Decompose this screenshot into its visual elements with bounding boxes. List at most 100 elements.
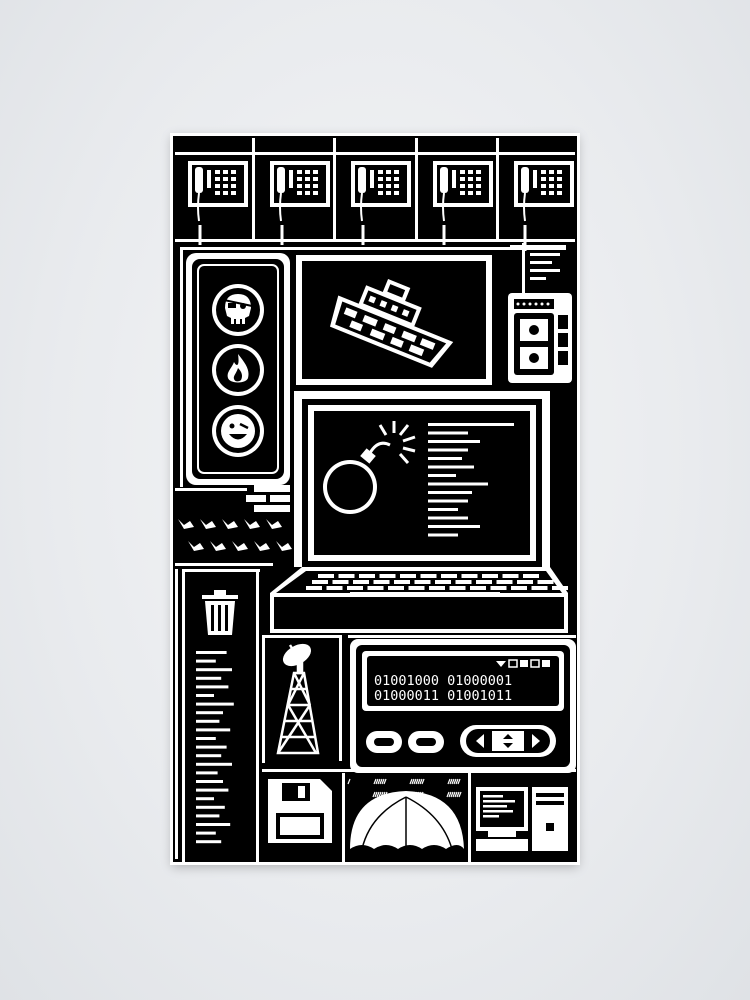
- bird-icon: [232, 541, 248, 551]
- raindrop: [347, 778, 351, 785]
- key: [531, 586, 548, 590]
- key: [332, 580, 349, 584]
- key: [326, 586, 343, 590]
- pager-dpad: [460, 725, 556, 757]
- raindrop: [419, 778, 423, 785]
- text-line: [196, 728, 231, 732]
- pager-status-icons: [496, 659, 550, 668]
- key: [312, 580, 328, 584]
- text-line: [196, 694, 214, 697]
- key: [373, 580, 390, 584]
- bird-icon: [210, 541, 226, 551]
- code-line: [428, 491, 472, 494]
- pager-icon: 01001000 01000001 01000011 01001011: [348, 635, 576, 773]
- pager-button-left: [366, 731, 402, 753]
- ship-monitor: [296, 255, 492, 385]
- trash-can-icon: [202, 590, 238, 635]
- raindrop: [457, 778, 461, 785]
- bird-flock: [178, 519, 292, 551]
- text-line: [196, 659, 216, 663]
- code-line: [428, 440, 480, 443]
- raindrop: [446, 791, 450, 798]
- raindrop: [374, 791, 378, 798]
- bird-icon: [178, 519, 194, 529]
- key: [490, 586, 507, 590]
- key: [461, 574, 478, 578]
- key: [347, 586, 363, 590]
- text-line: [196, 702, 234, 706]
- bird-icon: [276, 541, 292, 551]
- code-line: [428, 448, 468, 452]
- brick-wall: [246, 485, 290, 512]
- key: [496, 580, 513, 584]
- bird-icon: [254, 541, 270, 551]
- text-line: [196, 754, 222, 758]
- raindrop: [449, 778, 453, 785]
- key: [414, 580, 431, 584]
- umbrella-icon: [347, 778, 464, 850]
- text-line: [196, 668, 232, 672]
- raindrop: [452, 791, 456, 798]
- phone-cords: [198, 225, 527, 251]
- raindrop: [448, 791, 452, 798]
- file-list: [196, 651, 234, 844]
- spacebar: [350, 592, 500, 595]
- key: [441, 574, 457, 578]
- code-line: [428, 431, 468, 435]
- key: [502, 574, 519, 578]
- key: [318, 574, 334, 578]
- payphone-icon: [351, 161, 411, 222]
- raindrop: [376, 791, 380, 798]
- pager-line-2: 01000011 01001011: [374, 688, 512, 704]
- raindrop: [413, 778, 417, 785]
- text-line: [196, 737, 216, 740]
- text-line: [196, 762, 232, 766]
- key: [306, 586, 322, 590]
- raindrop: [383, 778, 387, 785]
- raindrop: [373, 778, 377, 785]
- poster: 01001000 01000001 01000011 01001011: [170, 133, 580, 865]
- bird-icon: [222, 519, 238, 529]
- sinking-ship-icon: [329, 278, 454, 368]
- text-line: [196, 797, 214, 801]
- code-line: [428, 465, 474, 469]
- code-line: [428, 533, 458, 537]
- floppy-disk-icon: [268, 779, 332, 843]
- code-lines: [428, 423, 514, 537]
- raindrop: [421, 778, 425, 785]
- raindrop: [379, 778, 383, 785]
- key: [408, 586, 425, 590]
- raindrop: [411, 778, 415, 785]
- text-line: [196, 676, 222, 680]
- smiley-icon: [212, 405, 264, 457]
- key: [470, 586, 486, 590]
- raindrop: [409, 778, 413, 785]
- trash-panel: [175, 569, 260, 863]
- desktop-computer-icon: [476, 787, 568, 851]
- key: [367, 586, 384, 590]
- cassette-player-icon: [508, 243, 572, 383]
- code-line: [428, 474, 456, 477]
- raindrop: [455, 778, 459, 785]
- key: [394, 580, 410, 584]
- skull-icon: [212, 284, 264, 336]
- raindrop: [451, 778, 455, 785]
- bird-icon: [200, 519, 216, 529]
- fire-icon: [212, 344, 264, 396]
- text-line: [196, 780, 223, 783]
- payphone-row: [175, 138, 575, 242]
- raindrop: [375, 778, 379, 785]
- text-line: [196, 788, 229, 792]
- text-line: [196, 745, 227, 749]
- radio-tower-icon: [276, 643, 320, 755]
- text-line: [196, 814, 220, 818]
- key: [482, 574, 498, 578]
- text-line: [196, 651, 227, 654]
- pager-line-1: 01001000 01000001: [374, 673, 512, 689]
- key: [537, 580, 554, 584]
- code-line: [428, 516, 468, 520]
- code-line: [428, 482, 488, 486]
- text-line: [196, 711, 223, 715]
- key: [429, 586, 445, 590]
- laptop-icon: [270, 391, 568, 633]
